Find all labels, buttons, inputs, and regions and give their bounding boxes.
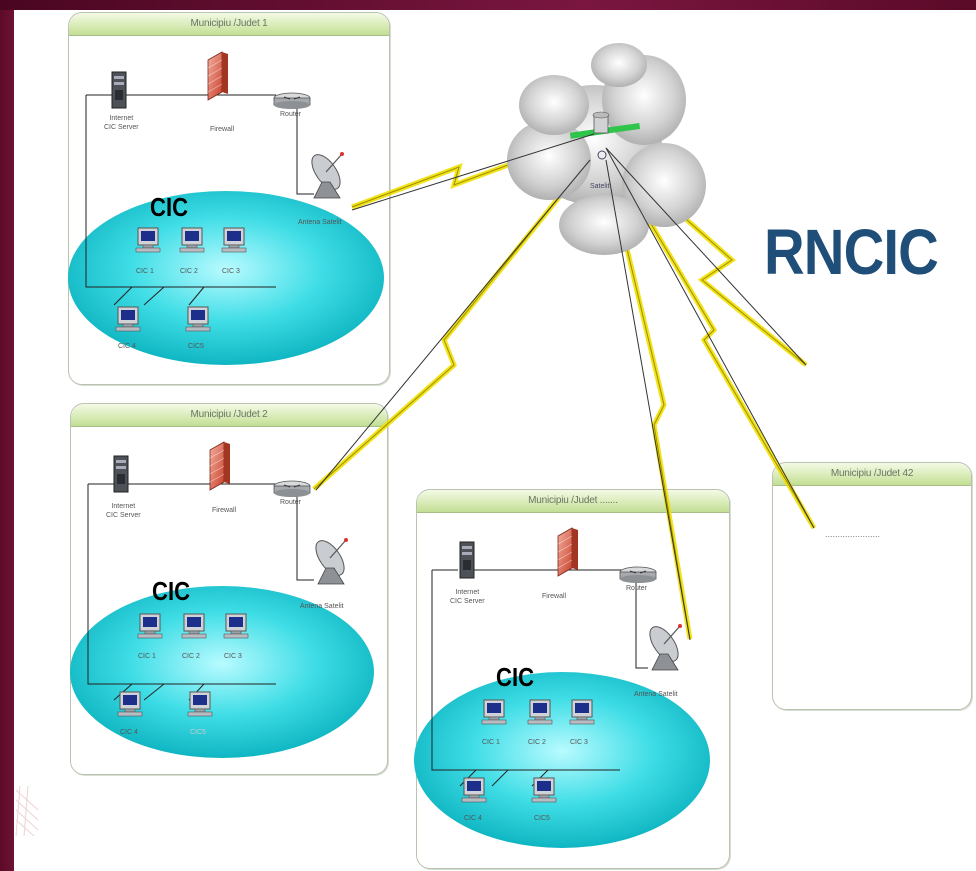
pc-label: CIC 3 <box>222 268 240 275</box>
server-label: Internet CIC Server <box>450 588 485 606</box>
pc-label: CIC 1 <box>138 653 156 660</box>
pc-label: CIC5 <box>534 815 550 822</box>
pc-label: CIC 1 <box>482 739 500 746</box>
pc-label: CIC 4 <box>118 343 136 350</box>
router-label: Router <box>280 111 302 118</box>
router-label: Router <box>280 499 302 506</box>
panel-header: Municipiu /Judet ....... <box>417 490 729 513</box>
pc-label: CIC 2 <box>180 268 198 275</box>
placeholder-dots: ...................... <box>825 529 881 539</box>
server-label-line2: CIC Server <box>104 124 139 131</box>
panel-1-internals <box>68 51 384 365</box>
panel-municipiu-42: Municipiu /Judet 42 ....................… <box>772 462 972 710</box>
server-label-line1: Internet <box>111 503 136 510</box>
panel-2-internals <box>70 441 374 758</box>
pc-label: CIC 1 <box>136 268 154 275</box>
server-label-line2: CIC Server <box>450 598 485 605</box>
corner-decoration <box>15 785 39 837</box>
network-diagram <box>15 43 817 848</box>
pc-label: CIC 2 <box>182 653 200 660</box>
firewall-label: Firewall <box>212 507 237 514</box>
server-label-line1: Internet <box>455 589 480 596</box>
pc-label: CIC5 <box>188 343 204 350</box>
firewall-label: Firewall <box>210 126 235 133</box>
top-band <box>0 0 976 10</box>
cic-title: CIC <box>496 662 535 692</box>
pc-label: CIC 4 <box>120 729 138 736</box>
diagram-title: RNCIC <box>764 216 939 288</box>
pc-label: CIC5 <box>190 729 206 736</box>
antenna-label: Antena Satelit <box>300 603 344 610</box>
pc-label: CIC 3 <box>570 739 588 746</box>
antenna-label: Antena Satelit <box>298 219 342 226</box>
pc-label: CIC 2 <box>528 739 546 746</box>
satellite-cloud <box>507 43 706 255</box>
router-label: Router <box>626 585 648 592</box>
firewall-label: Firewall <box>542 593 567 600</box>
panel-header: Municipiu /Judet 1 <box>69 13 389 36</box>
cic-title: CIC <box>150 192 189 222</box>
satellite-icon <box>592 111 610 160</box>
panel-header: Municipiu /Judet 2 <box>71 404 387 427</box>
server-label: Internet CIC Server <box>106 502 141 520</box>
server-label-line2: CIC Server <box>106 512 141 519</box>
panel-n-internals <box>414 527 710 848</box>
satellite-label: Satelit <box>590 183 610 190</box>
antenna-label: Antena Satelit <box>634 691 678 698</box>
pc-label: CIC 3 <box>224 653 242 660</box>
diagram-canvas: Municipiu /Judet 1 Municipiu /Judet 2 Mu… <box>14 10 976 871</box>
server-label-line1: Internet <box>109 115 134 122</box>
panel-header: Municipiu /Judet 42 <box>773 463 971 486</box>
server-label: Internet CIC Server <box>104 114 139 132</box>
satellite-links <box>315 133 815 641</box>
cic-title: CIC <box>152 576 191 606</box>
pc-label: CIC 4 <box>464 815 482 822</box>
